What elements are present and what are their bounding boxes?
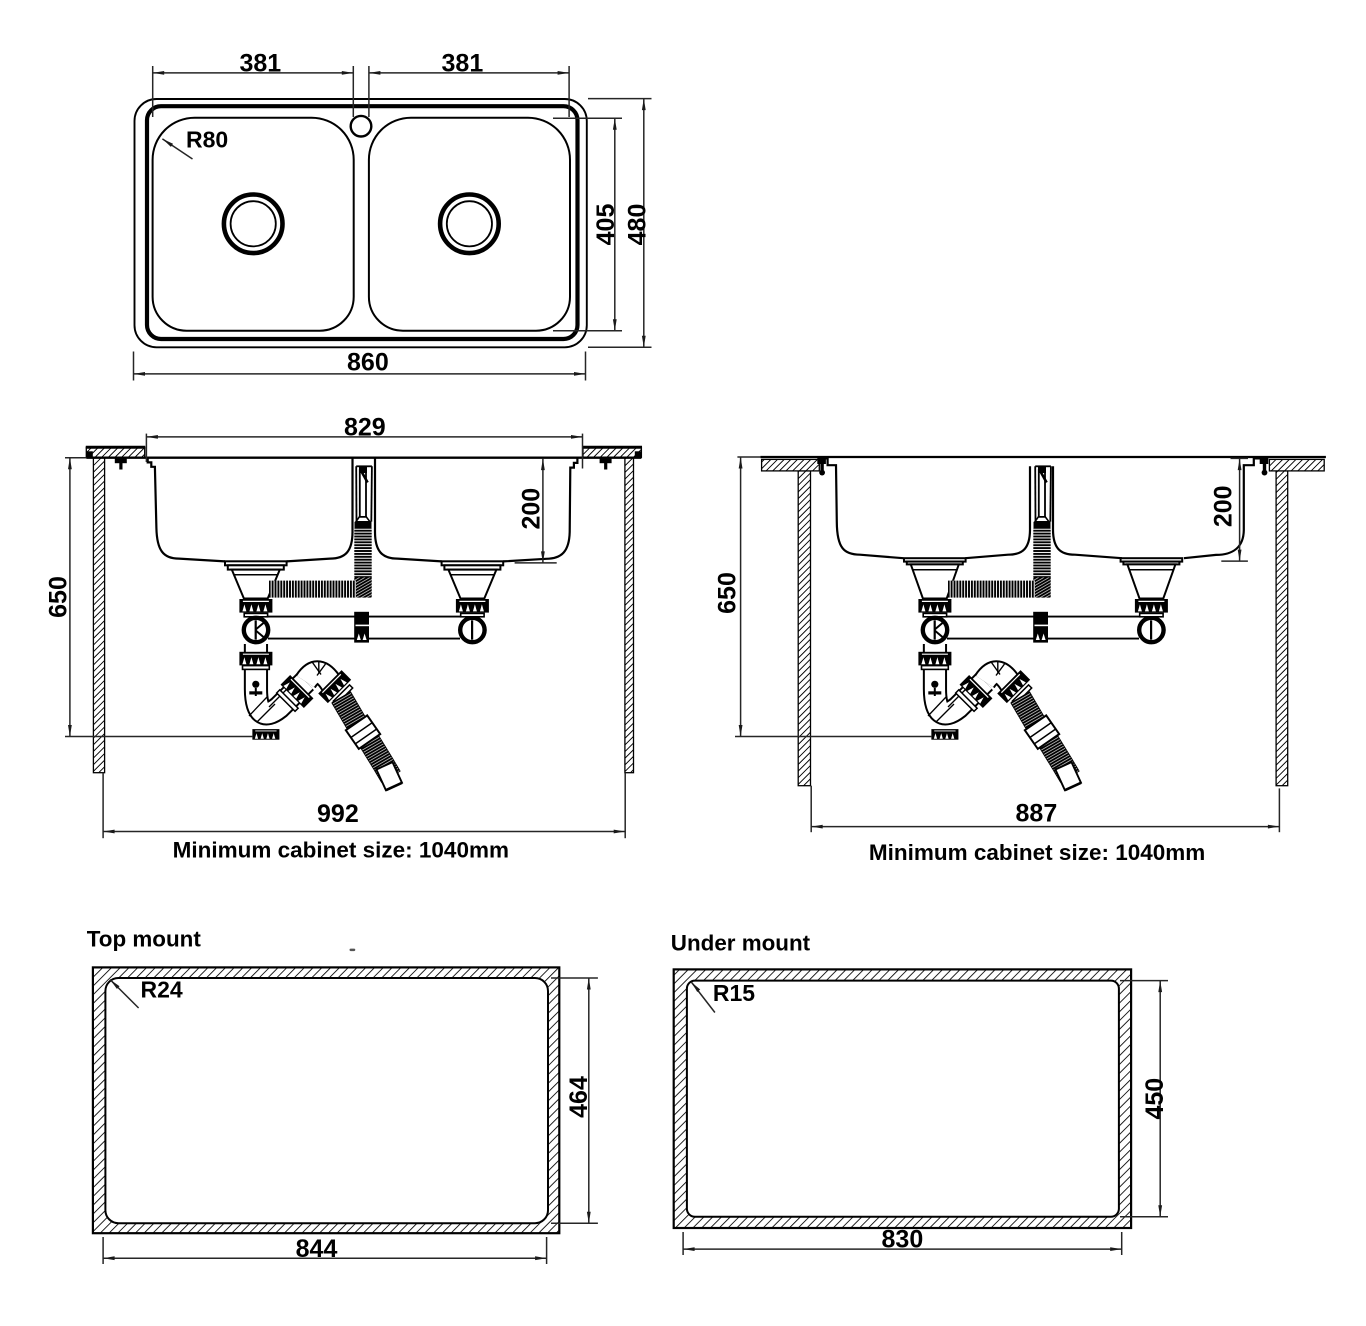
svg-text:992: 992 — [317, 800, 359, 828]
svg-text:405: 405 — [592, 204, 620, 246]
svg-text:R15: R15 — [713, 980, 755, 1006]
svg-text:830: 830 — [882, 1226, 924, 1254]
svg-text:844: 844 — [296, 1235, 338, 1263]
svg-text:Top mount: Top mount — [87, 927, 202, 952]
svg-text:Minimum cabinet size: 1040mm: Minimum cabinet size: 1040mm — [173, 838, 509, 863]
svg-text:381: 381 — [239, 50, 281, 78]
svg-text:381: 381 — [442, 50, 484, 78]
svg-text:860: 860 — [347, 348, 389, 376]
svg-text:887: 887 — [1016, 800, 1058, 828]
svg-text:650: 650 — [45, 576, 73, 618]
svg-text:Minimum cabinet size: 1040mm: Minimum cabinet size: 1040mm — [869, 840, 1205, 865]
svg-text:464: 464 — [565, 1076, 593, 1118]
svg-text:Under mount: Under mount — [671, 930, 811, 955]
svg-text:R24: R24 — [141, 977, 183, 1003]
svg-text:200: 200 — [1210, 485, 1238, 527]
svg-text:650: 650 — [714, 572, 742, 614]
svg-text:R80: R80 — [186, 127, 228, 153]
svg-text:200: 200 — [518, 488, 546, 530]
svg-text:480: 480 — [624, 204, 652, 246]
svg-text:829: 829 — [344, 414, 386, 442]
svg-text:450: 450 — [1141, 1078, 1169, 1120]
